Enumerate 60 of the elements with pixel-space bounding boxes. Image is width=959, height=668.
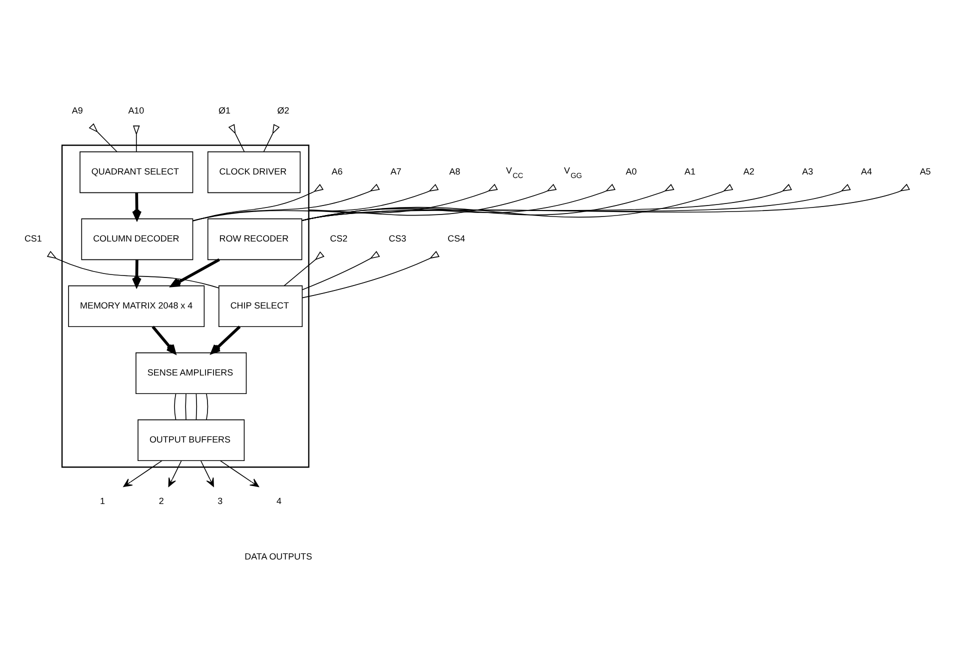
node-box: SENSE AMPLIFIERS: [136, 352, 247, 394]
connector: [302, 184, 616, 222]
connector: [196, 393, 198, 420]
node-text: A9: [72, 105, 83, 116]
connector: [192, 184, 324, 222]
connector: [284, 251, 324, 286]
connector: [174, 393, 176, 420]
connector: [308, 184, 557, 216]
node-box: QUADRANT SELECT: [80, 151, 194, 194]
arrow: [220, 460, 260, 488]
connector: [206, 393, 208, 420]
node-text: A10: [128, 105, 144, 116]
node-text: CS4: [448, 234, 466, 244]
arrow: [123, 460, 162, 488]
connector: [192, 184, 439, 222]
arrow: [210, 326, 241, 354]
connector: [132, 126, 140, 152]
node-text: A4: [861, 166, 872, 177]
node-box: CLOCK DRIVER: [207, 151, 301, 194]
node-box: MEMORY MATRIX 2048 x 4: [68, 285, 205, 328]
node-box: OUTPUT BUFFERS: [138, 419, 245, 462]
node-box: CHIP SELECT: [218, 285, 303, 328]
arrow: [170, 258, 220, 288]
node-box: ROW RECODER: [207, 218, 302, 260]
arrow: [132, 260, 142, 288]
label: DATA OUTPUTS: [244, 551, 312, 562]
node-text: A2: [743, 166, 754, 177]
arrow: [152, 326, 176, 354]
node-text: V$_{CC}$: [506, 166, 524, 180]
connector: [302, 250, 380, 290]
arrow: [168, 460, 182, 487]
connector: [228, 124, 245, 152]
node-text: A1: [684, 166, 696, 177]
connector: [192, 184, 380, 222]
connector: [263, 124, 280, 152]
node-text: A0: [626, 166, 637, 177]
node-text: Ø2: [277, 105, 290, 116]
connector: [88, 123, 118, 152]
node-text: CS3: [388, 234, 406, 244]
node-text: 3: [218, 496, 223, 506]
node-text: V$_{GG}$: [564, 166, 582, 180]
node-text: A7: [390, 166, 402, 177]
node-text: Ø1: [218, 105, 230, 116]
node-text: A6: [332, 166, 343, 177]
connector: [302, 250, 440, 298]
connector: [185, 393, 186, 420]
node-text: CS1: [24, 234, 42, 244]
connector: [46, 250, 220, 288]
node-text: CS2: [330, 234, 348, 244]
node-box: COLUMN DECODER: [81, 218, 194, 260]
node-text: 2: [158, 496, 164, 506]
arrow: [132, 192, 142, 220]
node-text: A3: [802, 166, 814, 177]
node-text: 1: [100, 496, 106, 506]
node-text: A5: [920, 166, 931, 177]
node-text: 4: [276, 496, 282, 506]
cluster: [61, 144, 310, 468]
connector: [308, 184, 498, 214]
node-text: A8: [449, 166, 460, 177]
arrow: [200, 460, 214, 487]
